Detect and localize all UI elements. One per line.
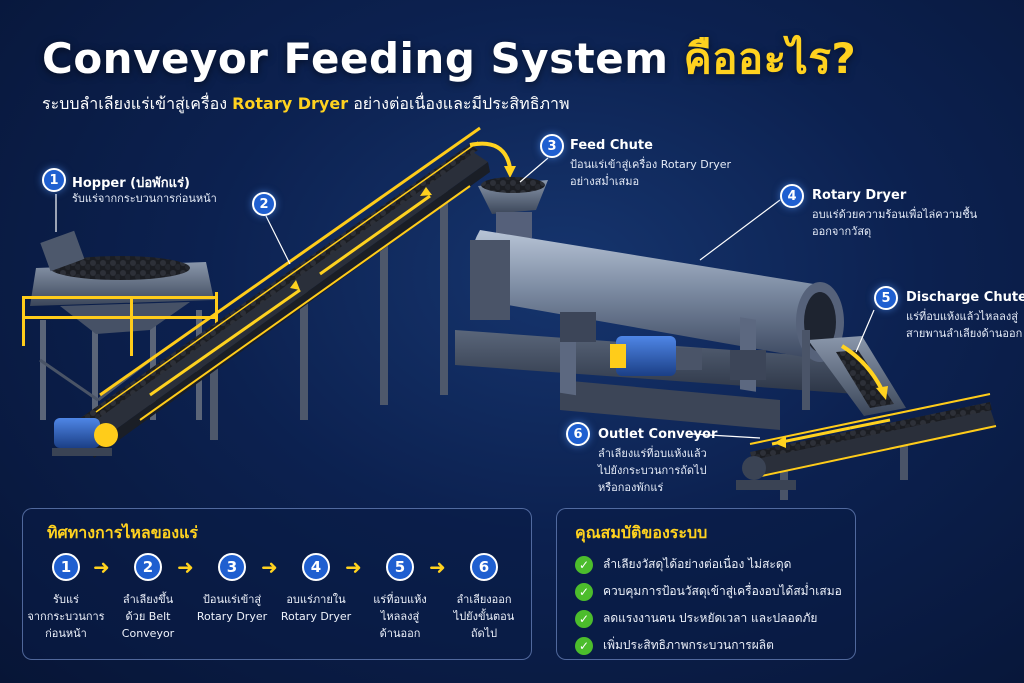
check-icon: ✓ [575,609,593,628]
subtitle-post: อย่างต่อเนื่องและมีประสิทธิภาพ [353,94,570,113]
title-accent: คืออะไร? [683,34,857,83]
flow-step: 5 แร่ที่อบแห้ง ไหลลงสู่ ด้านออก [357,553,443,642]
flow-step-number: 1 [52,553,80,581]
flow-step: 6 ลำเลียงออก ไปยังขั้นตอน ถัดไป [441,553,527,642]
callout-badge: 6 [566,422,590,446]
flow-step: 2 ลำเลียงขึ้น ด้วย Belt Conveyor [105,553,191,642]
flow-arrow-icon: ➜ [93,555,110,579]
flow-step: 4 อบแร่ภายใน Rotary Dryer [273,553,359,625]
inclined-belt-conveyor [52,126,516,458]
flow-step-line: ด้วย Belt [125,610,171,623]
title-main: Conveyor Feeding System [42,34,669,83]
flow-step-line: Conveyor [121,627,175,640]
flow-step-number: 3 [218,553,246,581]
callout-desc-line: สายพานลำเลียงด้านออก [906,327,1023,340]
flow-step-line: ไหลลงสู่ [380,610,420,623]
flow-step: 3 ป้อนแร่เข้าสู่ Rotary Dryer [189,553,275,625]
callout-badge: 2 [252,192,276,216]
callout-desc-line: รับแร่จากกระบวนการก่อนหน้า [72,192,217,205]
flow-step-line: รับแร่ [53,593,79,606]
flow-step-number: 2 [134,553,162,581]
feature-text: ควบคุมการป้อนวัสดุเข้าสู่เครื่องอบได้สม่… [603,584,842,598]
callout-desc-line: อบแร่ด้วยความร้อนเพื่อไล่ความชื้น [812,208,978,221]
feature-text: ลดแรงงานคน ประหยัดเวลา และปลอดภัย [603,611,818,625]
outlet-conveyor [736,393,997,500]
flow-step-line: ป้อนแร่เข้าสู่ [202,593,262,606]
callout-name: Feed Chute [570,138,653,153]
feed-chute [478,177,548,238]
features-panel: คุณสมบัติของระบบ ✓ ลำเลียงวัสดุได้อย่างต… [556,508,856,660]
feature-text: ลำเลียงวัสดุได้อย่างต่อเนื่อง ไม่สะดุด [603,557,792,571]
callout-desc-line: ป้อนแร่เข้าสู่เครื่อง Rotary Dryer [570,158,732,171]
flow-step-line: แร่ที่อบแห้ง [373,593,427,606]
flow-step-number: 6 [470,553,498,581]
callout-badge: 4 [780,184,804,208]
flow-step-line: ลำเลียงออก [456,593,512,606]
flow-panel-title: ทิศทางการไหลของแร่ [47,523,198,542]
subtitle-accent: Rotary Dryer [232,94,349,113]
discharge-chute [802,330,906,416]
callout-badge: 1 [42,168,66,192]
callout-badge: 5 [874,286,898,310]
feature-text: เพิ่มประสิทธิภาพกระบวนการผลิต [603,638,774,652]
flow-step-line: ด้านออก [379,627,421,640]
features-panel-title: คุณสมบัติของระบบ [575,523,708,542]
flow-step-line: อบแร่ภายใน [286,593,346,606]
callout-leaders [55,157,875,439]
flow-step-line: ไปยังขั้นตอน [453,610,515,623]
callout-desc-line: ลำเลียงแร่ที่อบแห้งแล้ว [598,447,707,460]
feature-item: ✓ เพิ่มประสิทธิภาพกระบวนการผลิต [575,636,774,655]
flow-direction-panel: ทิศทางการไหลของแร่ 1 รับแร่ จากกระบวนการ… [22,508,532,660]
callout-desc-line: อย่างสม่ำเสมอ [570,175,640,188]
flow-step-line: ก่อนหน้า [45,627,87,640]
check-icon: ✓ [575,582,593,601]
feature-item: ✓ ลดแรงงานคน ประหยัดเวลา และปลอดภัย [575,609,817,628]
flow-step-number: 5 [386,553,414,581]
flow-arrow-icon: ➜ [261,555,278,579]
feature-item: ✓ ลำเลียงวัสดุได้อย่างต่อเนื่อง ไม่สะดุด [575,555,791,574]
flow-step-label: แร่ที่อบแห้ง ไหลลงสู่ ด้านออก [357,591,443,642]
flow-step-line: ลำเลียงขึ้น [122,593,174,606]
flow-step-label: ลำเลียงออก ไปยังขั้นตอน ถัดไป [441,591,527,642]
flow-step-label: อบแร่ภายใน Rotary Dryer [273,591,359,625]
flow-step-line: ถัดไป [470,627,498,640]
flow-arrow-icon: ➜ [177,555,194,579]
flow-step-number: 4 [302,553,330,581]
callout-desc-line: ออกจากวัสดุ [812,225,872,238]
flow-step-label: ป้อนแร่เข้าสู่ Rotary Dryer [189,591,275,625]
callout-name: Rotary Dryer [812,188,907,203]
callout-badge: 3 [540,134,564,158]
flow-step-line: Rotary Dryer [196,610,268,623]
flow-step-label: รับแร่ จากกระบวนการ ก่อนหน้า [23,591,109,642]
feature-item: ✓ ควบคุมการป้อนวัสดุเข้าสู่เครื่องอบได้ส… [575,582,842,601]
callout-name: Outlet Conveyor [598,427,718,442]
callout-name: Hopper (บ่อพักแร่) [72,176,190,191]
subtitle-pre: ระบบลำเลียงแร่เข้าสู่เครื่อง [42,94,227,113]
flow-step-line: Rotary Dryer [280,610,352,623]
check-icon: ✓ [575,555,593,574]
callout-desc-line: แร่ที่อบแห้งแล้วไหลลงสู่ [906,310,1018,323]
page-title: Conveyor Feeding System คืออะไร? [42,26,856,92]
flow-arrow-icon: ➜ [345,555,362,579]
check-icon: ✓ [575,636,593,655]
callout-desc-line: หรือกองพักแร่ [598,481,664,494]
flow-arrow-icon: ➜ [429,555,446,579]
page-subtitle: ระบบลำเลียงแร่เข้าสู่เครื่อง Rotary Drye… [42,92,570,117]
flow-step: 1 รับแร่ จากกระบวนการ ก่อนหน้า [23,553,109,642]
flow-step-line: จากกระบวนการ [27,610,105,623]
flow-step-label: ลำเลียงขึ้น ด้วย Belt Conveyor [105,591,191,642]
callout-desc-line: ไปยังกระบวนการถัดไป [598,464,707,477]
callout-name: Discharge Chute [906,290,1024,305]
